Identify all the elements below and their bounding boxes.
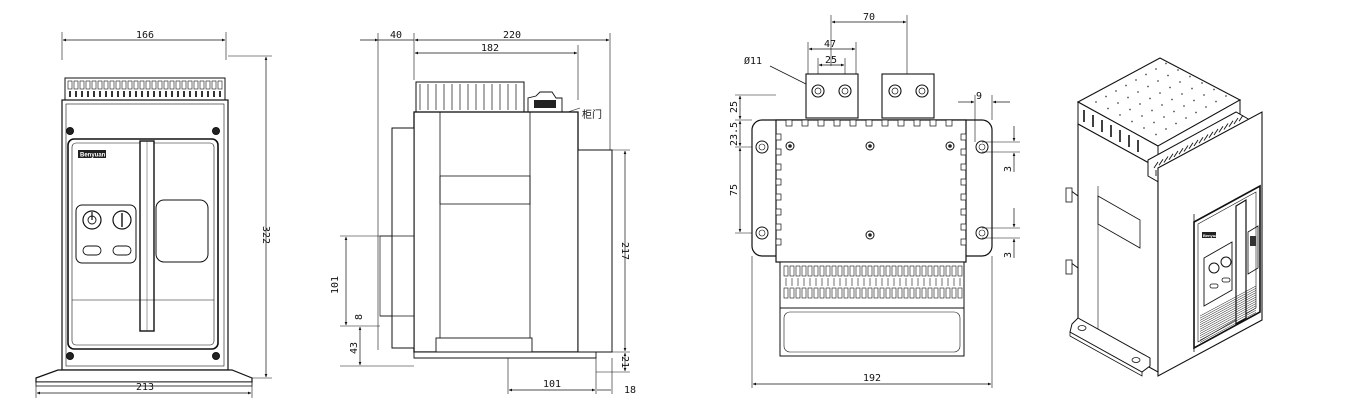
power-on-button-icon xyxy=(112,210,132,230)
dim-terminal-offset: 25 xyxy=(729,101,740,113)
dim-hole-diameter: Ø11 xyxy=(744,55,762,67)
indicator-light xyxy=(82,245,102,256)
screw-icon xyxy=(212,127,220,135)
dim-slot-lower: 3 xyxy=(1003,252,1014,258)
front-logo-plate xyxy=(78,150,106,158)
power-on-button-icon xyxy=(1220,256,1232,268)
dim-side-right-small: 21 xyxy=(619,356,630,368)
dim-side-base-height: 43 xyxy=(349,342,360,354)
dim-width-total: 192 xyxy=(863,373,881,384)
side-door-panel xyxy=(577,149,613,353)
dim-flange-offset: 23.5 xyxy=(729,122,740,146)
dim-side-height-lower: 101 xyxy=(330,276,341,294)
dim-bus-spacing: 70 xyxy=(863,12,875,23)
front-base-plate xyxy=(35,369,253,383)
front-view: 166 Benyuan xyxy=(35,30,272,398)
top-view: 70 47 25 Ø11 xyxy=(729,12,1020,388)
dim-side-depth-total: 220 xyxy=(503,30,521,41)
front-terminal-pins xyxy=(67,80,223,97)
front-window xyxy=(155,199,209,263)
front-logo: Benyuan xyxy=(80,153,106,159)
screw-icon xyxy=(66,127,74,135)
screw-icon xyxy=(212,352,220,360)
power-off-button-icon xyxy=(1208,262,1220,274)
top-housing xyxy=(775,119,967,263)
dim-front-width-top: 166 xyxy=(136,30,154,41)
side-view: 40 220 182 柜门 101 8 xyxy=(330,30,636,396)
screw-icon xyxy=(66,352,74,360)
side-housing xyxy=(413,111,579,353)
dim-inner-spacing: 47 xyxy=(824,39,836,50)
dim-side-depth-body: 182 xyxy=(481,43,499,54)
dim-side-offset-small: 8 xyxy=(354,314,365,320)
dim-mount-height: 75 xyxy=(729,184,740,196)
dim-hole-spacing: 25 xyxy=(825,55,837,66)
side-handle-block xyxy=(391,127,415,349)
dim-side-depth-front: 40 xyxy=(390,30,402,41)
indicator-light xyxy=(112,245,132,256)
dim-edge-offset: 9 xyxy=(976,91,982,102)
isometric-view: Benyuan xyxy=(1065,57,1263,377)
front-button-panel xyxy=(75,204,137,264)
dim-side-depth-bottom: 101 xyxy=(543,379,561,390)
side-base xyxy=(435,337,533,353)
dim-slot-upper: 3 xyxy=(1003,166,1014,172)
dim-side-height-right: 217 xyxy=(619,242,630,260)
dim-side-right-edge: 18 xyxy=(624,385,636,396)
door-label: 柜门 xyxy=(582,108,602,121)
dim-front-height: 322 xyxy=(260,226,271,244)
power-off-button-icon xyxy=(82,210,102,230)
iso-logo: Benyuan xyxy=(1203,233,1220,238)
dim-front-width-base: 213 xyxy=(136,382,154,393)
front-panel xyxy=(67,138,219,350)
